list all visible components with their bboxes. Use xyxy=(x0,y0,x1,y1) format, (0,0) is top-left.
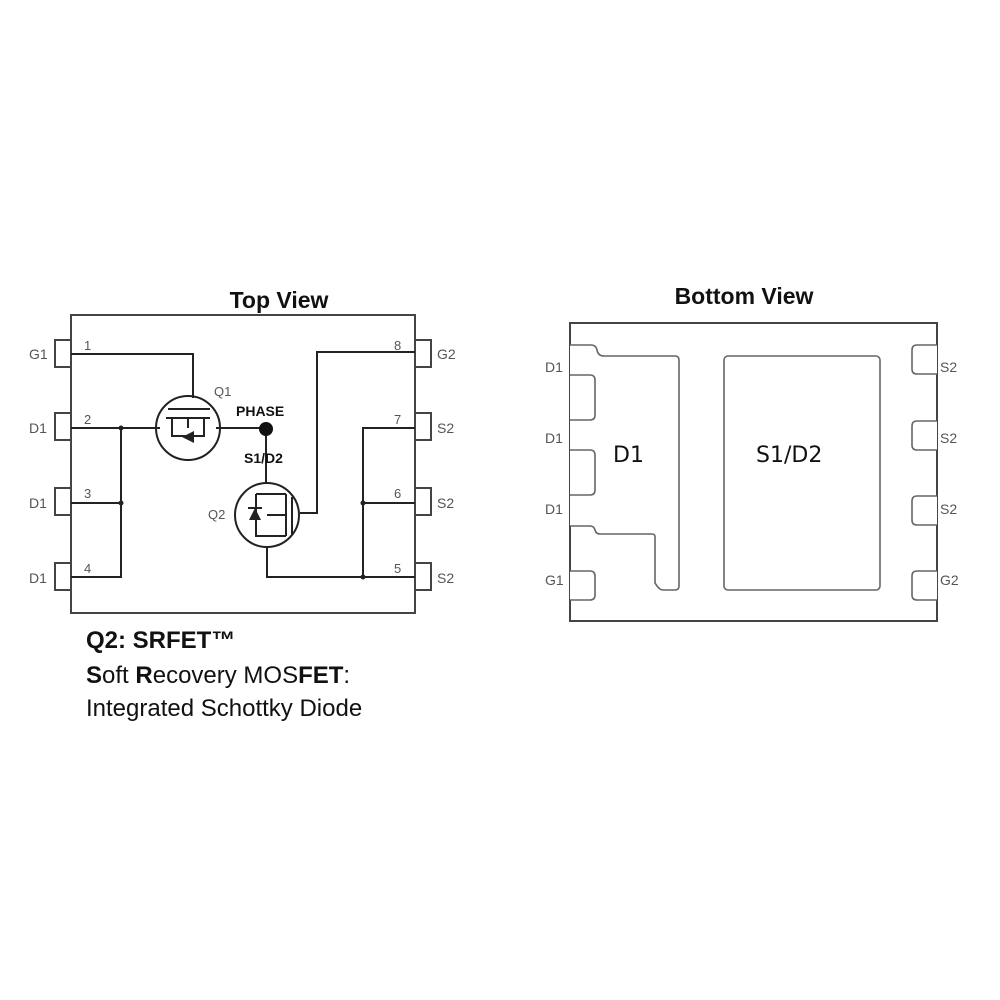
pin-label: S2 xyxy=(940,359,957,375)
note-line-3: Integrated Schottky Diode xyxy=(86,695,362,722)
pin-label: S2 xyxy=(940,501,957,517)
pin-label: G1 xyxy=(545,572,564,588)
pin-number: 1 xyxy=(84,338,91,353)
d1-pin-pad xyxy=(570,449,596,496)
mosfet-q1-symbol: Q1 xyxy=(155,384,231,461)
node-label: S1/D2 xyxy=(244,450,283,466)
pin-label: D1 xyxy=(545,430,563,446)
pin-number: 6 xyxy=(394,486,401,501)
d1-pad-label: D1 xyxy=(613,443,644,468)
pin-label: S2 xyxy=(437,495,454,511)
top-right-pins: G2 S2 S2 S2 8 7 6 5 xyxy=(394,338,456,591)
pin-number: 7 xyxy=(394,412,401,427)
d1-pad xyxy=(570,344,680,591)
top-view-title: Top View xyxy=(230,287,329,313)
pin-label: G1 xyxy=(29,346,48,362)
pin-label: S2 xyxy=(437,570,454,586)
q2-label: Q2 xyxy=(208,507,225,522)
bottom-view-title: Bottom View xyxy=(675,283,814,309)
s2-pin-pad xyxy=(911,495,937,526)
s2-pin-pad xyxy=(911,344,937,375)
phase-node xyxy=(259,422,273,436)
pin-label: S2 xyxy=(940,430,957,446)
pin-label: S2 xyxy=(437,420,454,436)
top-left-pins: G1 D1 D1 D1 1 2 3 4 xyxy=(29,338,91,591)
pin-label: D1 xyxy=(29,420,47,436)
pin-number: 4 xyxy=(84,561,91,576)
pin-label: D1 xyxy=(545,359,563,375)
pin-label: D1 xyxy=(29,570,47,586)
wires xyxy=(71,351,415,580)
pin-number: 3 xyxy=(84,486,91,501)
top-package-body xyxy=(70,314,416,614)
note-line-1: Q2: SRFET™ xyxy=(86,627,235,654)
pin-label: D1 xyxy=(29,495,47,511)
pin-number: 8 xyxy=(394,338,401,353)
pin-label: G2 xyxy=(437,346,456,362)
note-text: Q2: SRFET™ Soft Recovery MOSFET: Integra… xyxy=(86,627,362,722)
s1d2-pad xyxy=(723,355,881,591)
s1d2-pad-label: S1/D2 xyxy=(756,443,822,468)
pin-number: 2 xyxy=(84,412,91,427)
phase-label: PHASE xyxy=(236,403,284,419)
pin-number: 5 xyxy=(394,561,401,576)
q1-label: Q1 xyxy=(214,384,231,399)
pin-label: D1 xyxy=(545,501,563,517)
pin-label: G2 xyxy=(940,572,959,588)
s2-pin-pad xyxy=(911,420,937,451)
bottom-view: Bottom View D1 D1 D1 G1 S2 S2 S2 G2 D1 S… xyxy=(545,283,959,622)
d1-pin-pad xyxy=(570,374,596,421)
mosfet-q2-symbol: Q2 xyxy=(208,482,300,548)
note-line-2: Soft Recovery MOSFET: xyxy=(86,662,350,689)
g2-pin-pad xyxy=(911,570,937,601)
g1-pin-pad xyxy=(570,570,596,601)
top-view: Top View G1 D1 D1 D1 1 2 3 4 G2 S2 S2 S2 xyxy=(29,287,456,614)
